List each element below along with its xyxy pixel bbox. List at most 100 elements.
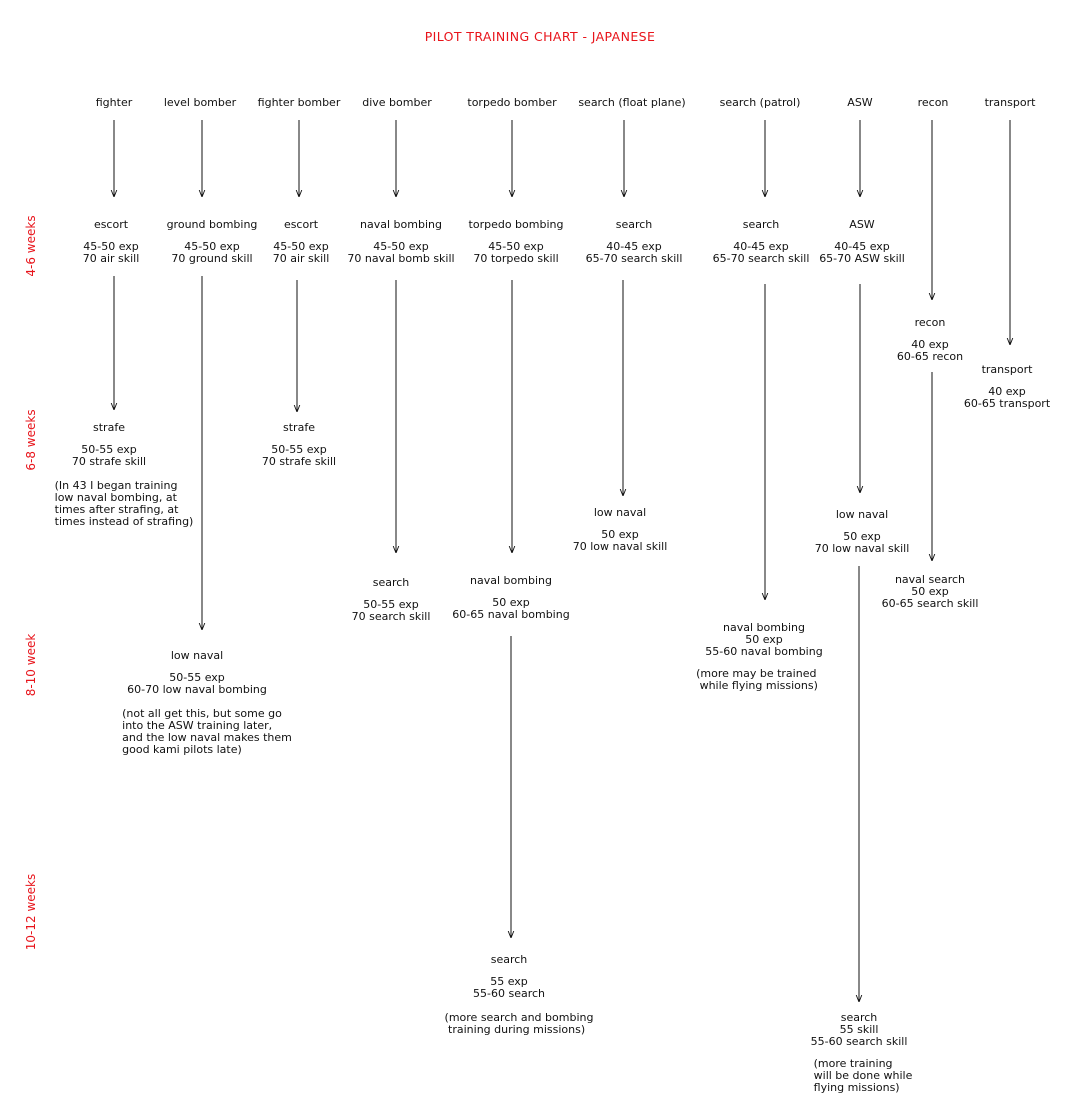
stage-exp: 50 exp bbox=[601, 528, 639, 541]
chart-title: PILOT TRAINING CHART - JAPANESE bbox=[424, 29, 656, 44]
stage-exp: 45-50 exp bbox=[184, 240, 240, 253]
column-header-fighter: fighter bbox=[95, 96, 133, 109]
stage-float-plane-search: search 40-45 exp 65-70 search skill bbox=[586, 219, 683, 265]
stage-name: search bbox=[490, 953, 528, 966]
stage-exp: 40-45 exp bbox=[733, 240, 789, 253]
stage-name: torpedo bombing bbox=[468, 218, 564, 231]
stage-name: transport bbox=[981, 363, 1033, 376]
stage-dive-bomber-naval-bombing: naval bombing 45-50 exp 70 naval bomb sk… bbox=[347, 219, 454, 265]
stage-exp: 50-55 exp bbox=[271, 443, 327, 456]
note-asw-missions: (more training will be done while flying… bbox=[813, 1057, 913, 1094]
stage-fighter-bomber-strafe: strafe 50-55 exp 70 strafe skill bbox=[262, 422, 336, 468]
stage-skill: 70 torpedo skill bbox=[473, 252, 559, 265]
stage-torpedo-bomber-torpedo-bombing: torpedo bombing 45-50 exp 70 torpedo ski… bbox=[469, 219, 564, 265]
stage-name: low naval bbox=[170, 649, 224, 662]
column-header-dive-bomber: dive bomber bbox=[362, 96, 432, 109]
stage-skill: 60-65 search skill bbox=[881, 597, 979, 610]
stage-exp: 55 skill bbox=[839, 1023, 879, 1036]
stage-asw-asw: ASW 40-45 exp 65-70 ASW skill bbox=[819, 219, 905, 265]
stage-fighter-bomber-escort: escort 45-50 exp 70 air skill bbox=[273, 219, 330, 265]
stage-skill: 65-70 search skill bbox=[712, 252, 810, 265]
stage-asw-search: search 55 skill 55-60 search skill bbox=[811, 1012, 908, 1048]
stage-name: naval bombing bbox=[360, 218, 442, 231]
stage-name: search bbox=[372, 576, 410, 589]
stage-recon-recon: recon 40 exp 60-65 recon bbox=[897, 317, 963, 363]
column-header-torpedo-bomber: torpedo bomber bbox=[467, 96, 557, 109]
stage-exp: 50-55 exp bbox=[363, 598, 419, 611]
stage-asw-low-naval: low naval 50 exp 70 low naval skill bbox=[815, 509, 910, 555]
stage-dive-bomber-search: search 50-55 exp 70 search skill bbox=[352, 577, 431, 623]
note-level-bomber-kami: (not all get this, but some go into the … bbox=[122, 707, 292, 756]
stage-skill: 60-65 recon bbox=[896, 350, 964, 363]
stage-exp: 40-45 exp bbox=[606, 240, 662, 253]
stage-skill: 65-70 search skill bbox=[585, 252, 683, 265]
column-header-search-patrol: search (patrol) bbox=[719, 96, 801, 109]
stage-skill: 70 strafe skill bbox=[71, 455, 147, 468]
stage-name: ground bombing bbox=[166, 218, 258, 231]
column-header-fighter-bomber: fighter bomber bbox=[257, 96, 341, 109]
week-label-4-6: 4-6 weeks bbox=[24, 215, 38, 277]
stage-float-plane-low-naval: low naval 50 exp 70 low naval skill bbox=[573, 507, 668, 553]
stage-name: naval bombing bbox=[723, 621, 805, 634]
stage-recon-naval-search: naval search 50 exp 60-65 search skill bbox=[882, 574, 979, 610]
stage-skill: 60-65 transport bbox=[963, 397, 1051, 410]
stage-name: naval bombing bbox=[470, 574, 552, 587]
stage-name: search bbox=[840, 1011, 878, 1024]
stage-exp: 50-55 exp bbox=[169, 671, 225, 684]
column-header-recon: recon bbox=[917, 96, 949, 109]
stage-level-bomber-ground-bombing: ground bombing 45-50 exp 70 ground skill bbox=[167, 219, 258, 265]
stage-exp: 50 exp bbox=[843, 530, 881, 543]
week-label-8-10: 8-10 week bbox=[24, 633, 38, 697]
stage-skill: 65-70 ASW skill bbox=[819, 252, 905, 265]
stage-name: low naval bbox=[835, 508, 889, 521]
week-label-6-8: 6-8 weeks bbox=[24, 409, 38, 471]
stage-name: low naval bbox=[593, 506, 647, 519]
stage-torpedo-bomber-search: search 55 exp 55-60 search bbox=[473, 954, 545, 1000]
stage-patrol-naval-bombing: naval bombing 50 exp 55-60 naval bombing bbox=[705, 622, 822, 658]
stage-name: escort bbox=[93, 218, 129, 231]
stage-skill: 70 low naval skill bbox=[572, 540, 668, 553]
stage-skill: 70 naval bomb skill bbox=[347, 252, 455, 265]
stage-exp: 40 exp bbox=[988, 385, 1026, 398]
week-label-10-12: 10-12 weeks bbox=[24, 873, 38, 951]
stage-name: recon bbox=[914, 316, 946, 329]
stage-skill: 70 air skill bbox=[272, 252, 330, 265]
stage-skill: 70 strafe skill bbox=[261, 455, 337, 468]
stage-name: search bbox=[742, 218, 780, 231]
stage-exp: 45-50 exp bbox=[488, 240, 544, 253]
note-patrol-missions: (more may be trained while flying missio… bbox=[696, 667, 818, 692]
stage-level-bomber-low-naval: low naval 50-55 exp 60-70 low naval bomb… bbox=[127, 650, 267, 696]
stage-skill: 60-70 low naval bombing bbox=[127, 683, 267, 696]
stage-exp: 55 exp bbox=[490, 975, 528, 988]
column-header-asw: ASW bbox=[847, 96, 873, 109]
note-fighter-low-naval: (In 43 I began training low naval bombin… bbox=[54, 479, 194, 528]
stage-skill: 70 search skill bbox=[351, 610, 431, 623]
stage-exp: 50 exp bbox=[492, 596, 530, 609]
note-torpedo-missions: (more search and bombing training during… bbox=[444, 1011, 594, 1036]
stage-transport-transport: transport 40 exp 60-65 transport bbox=[964, 364, 1050, 410]
stage-exp: 50 exp bbox=[911, 585, 949, 598]
stage-skill: 55-60 naval bombing bbox=[705, 645, 823, 658]
stage-fighter-strafe: strafe 50-55 exp 70 strafe skill bbox=[72, 422, 146, 468]
stage-name: strafe bbox=[283, 421, 315, 434]
stage-name: strafe bbox=[93, 421, 125, 434]
stage-skill: 70 low naval skill bbox=[814, 542, 910, 555]
column-header-transport: transport bbox=[984, 96, 1036, 109]
stage-skill: 70 air skill bbox=[82, 252, 140, 265]
stage-exp: 45-50 exp bbox=[83, 240, 139, 253]
stage-skill: 70 ground skill bbox=[171, 252, 253, 265]
stage-exp: 40-45 exp bbox=[834, 240, 890, 253]
stage-exp: 50-55 exp bbox=[81, 443, 137, 456]
stage-exp: 40 exp bbox=[911, 338, 949, 351]
stage-exp: 45-50 exp bbox=[273, 240, 329, 253]
stage-name: naval search bbox=[894, 573, 966, 586]
stage-name: escort bbox=[283, 218, 319, 231]
stage-exp: 45-50 exp bbox=[373, 240, 429, 253]
stage-patrol-search: search 40-45 exp 65-70 search skill bbox=[713, 219, 810, 265]
column-header-level-bomber: level bomber bbox=[163, 96, 237, 109]
stage-fighter-escort: escort 45-50 exp 70 air skill bbox=[83, 219, 140, 265]
stage-exp: 50 exp bbox=[745, 633, 783, 646]
stage-name: ASW bbox=[849, 218, 875, 231]
